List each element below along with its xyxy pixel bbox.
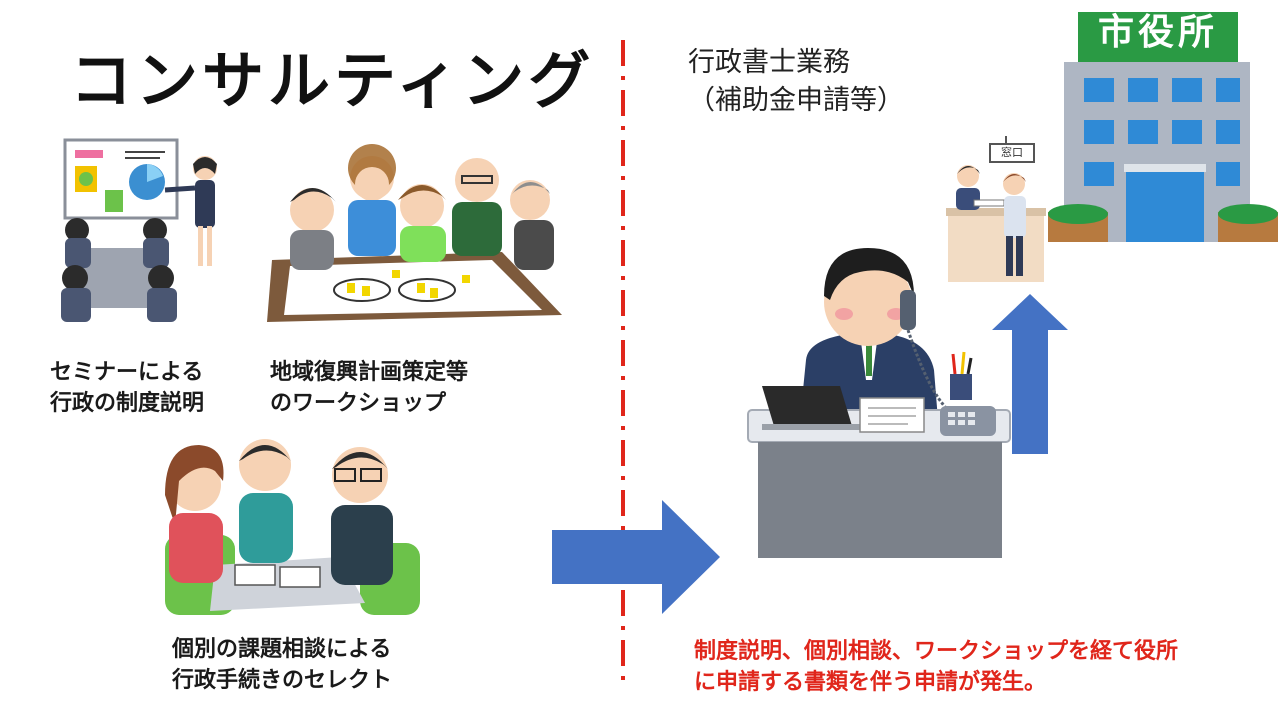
seminar-caption: セミナーによる 行政の制度説明 xyxy=(50,357,204,419)
service-title: 行政書士業務 （補助金申請等） xyxy=(688,44,904,120)
up-arrow-icon xyxy=(992,294,1068,454)
consult-caption-line1: 個別の課題相談による xyxy=(172,637,392,662)
right-arrow-icon xyxy=(552,500,720,614)
consult-caption-line2: 行政手続きのセレクト xyxy=(172,668,393,693)
counter-sign: 窓口 xyxy=(1001,146,1023,159)
conclusion-line2: に申請する書類を伴う申請が発生。 xyxy=(694,670,1047,695)
service-title-line2: （補助金申請等） xyxy=(688,85,904,116)
office-worker-illustration xyxy=(747,248,1011,558)
city-hall-illustration xyxy=(1048,12,1278,242)
workshop-caption-line1: 地域復興計画策定等 xyxy=(270,360,469,385)
seminar-caption-line2: 行政の制度説明 xyxy=(50,391,205,416)
center-divider xyxy=(621,40,625,690)
counter-illustration xyxy=(946,136,1046,282)
seminar-caption-line1: セミナーによる xyxy=(50,360,204,385)
seminar-illustration xyxy=(61,138,217,322)
workshop-illustration xyxy=(267,144,562,322)
conclusion-text: 制度説明、個別相談、ワークショップを経て役所 に申請する書類を伴う申請が発生。 xyxy=(694,636,1178,698)
city-hall-sign: 市役所 xyxy=(1097,12,1218,53)
consultation-illustration xyxy=(165,439,420,615)
conclusion-line1: 制度説明、個別相談、ワークショップを経て役所 xyxy=(694,639,1179,664)
service-title-line1: 行政書士業務 xyxy=(688,47,850,78)
workshop-caption: 地域復興計画策定等 のワークショップ xyxy=(270,357,468,419)
workshop-caption-line2: のワークショップ xyxy=(270,391,447,416)
page-title: コンサルティング xyxy=(70,44,595,117)
consult-caption: 個別の課題相談による 行政手続きのセレクト xyxy=(172,634,392,696)
